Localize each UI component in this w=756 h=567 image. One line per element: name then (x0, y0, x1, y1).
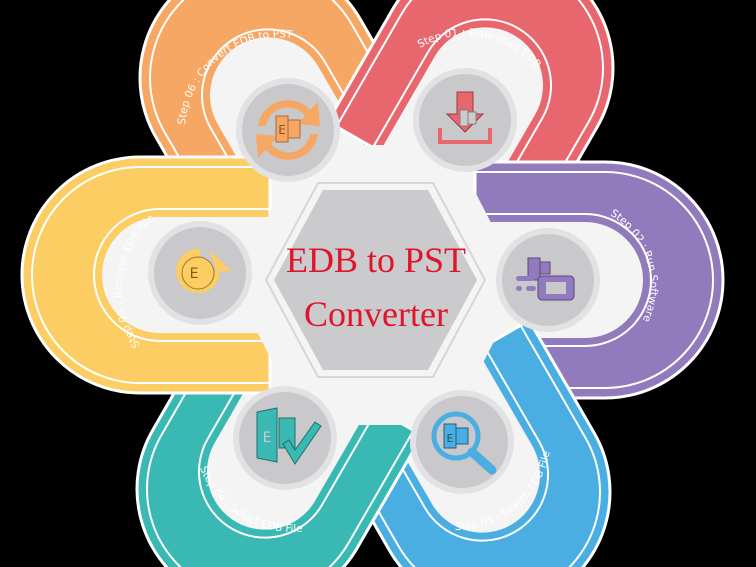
step02-icon-circle[interactable] (496, 228, 600, 332)
svg-text:E: E (190, 266, 199, 282)
step01-icon-circle[interactable] (413, 68, 517, 172)
title-line1: EDB to PST (286, 240, 466, 280)
svg-text:E: E (447, 432, 454, 445)
svg-text:E: E (278, 123, 286, 137)
step04-icon-circle[interactable]: E (233, 386, 337, 490)
hexagon-border (264, 182, 487, 378)
hexagon-inner (274, 190, 477, 370)
run-software-icon (516, 257, 575, 301)
step03-icon-circle[interactable]: E (410, 390, 514, 494)
step05-icon-circle[interactable]: E (148, 221, 252, 325)
step06-icon-circle[interactable]: E (236, 78, 340, 182)
convert-edb-icon: E (256, 100, 320, 160)
select-edb-icon: E (256, 407, 322, 465)
recover-edb-icon: E (176, 243, 232, 293)
title-line2: Converter (304, 294, 448, 334)
search-edb-icon: E (431, 411, 497, 475)
svg-text:E: E (263, 430, 272, 446)
download-edb-icon (438, 91, 492, 144)
